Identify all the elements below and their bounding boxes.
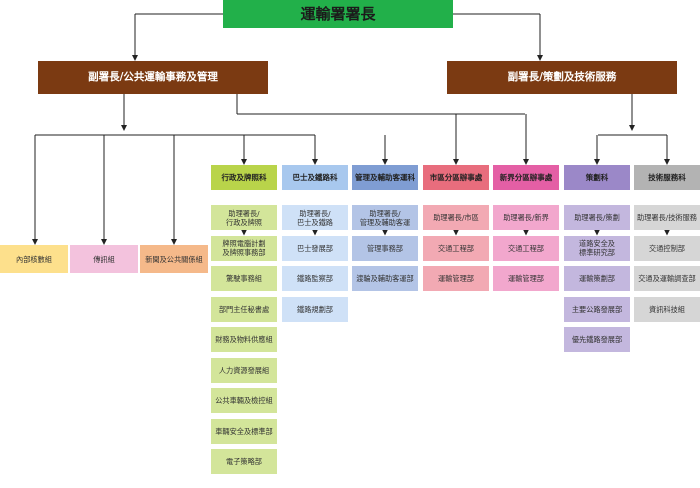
section-header-7: 技術服務科 bbox=[634, 165, 700, 190]
section-header-1: 行政及牌照科 bbox=[211, 165, 277, 190]
division-box: 部門主任秘書處 bbox=[211, 296, 277, 322]
arrow-head bbox=[537, 55, 543, 61]
arrow-head bbox=[132, 55, 138, 61]
unit-box-1: 內部核數組 bbox=[0, 245, 68, 273]
unit-box-2: 傳訊組 bbox=[70, 245, 138, 273]
unit-box-3: 新聞及公共關係組 bbox=[140, 245, 208, 273]
arrow-head bbox=[382, 229, 388, 236]
division-box: 資訊科技組 bbox=[634, 296, 700, 322]
division-box: 交通工程部 bbox=[423, 235, 489, 261]
arrow-head bbox=[241, 159, 247, 165]
arrow-head bbox=[594, 159, 600, 165]
assistant-director-box: 助理署長/ 管理及輔助客運 bbox=[352, 205, 418, 230]
division-box: 財務及物料供應組 bbox=[211, 327, 277, 352]
division-box: 渡輪及輔助客運部 bbox=[352, 266, 418, 291]
arrow-head bbox=[594, 229, 600, 236]
arrow-head bbox=[629, 125, 635, 131]
arrow-head bbox=[453, 159, 459, 165]
arrow-head bbox=[121, 125, 127, 131]
division-box: 人力資源發展組 bbox=[211, 357, 277, 383]
division-box: 交通工程部 bbox=[493, 235, 559, 261]
division-box: 巴士發展部 bbox=[282, 235, 348, 261]
deputy-director-box-2: 副署長/策劃及技術服務 bbox=[447, 61, 677, 94]
division-box: 管理事務部 bbox=[352, 235, 418, 261]
division-box: 車輛安全及標準部 bbox=[211, 418, 277, 444]
section-header-6: 策劃科 bbox=[564, 165, 630, 190]
arrow-head bbox=[523, 159, 529, 165]
assistant-director-box: 助理署長/新界 bbox=[493, 205, 559, 230]
assistant-director-box: 助理署長/市區 bbox=[423, 205, 489, 230]
division-box: 鐵路監察部 bbox=[282, 266, 348, 291]
arrow-head bbox=[664, 159, 670, 165]
deputy-director-box-1: 副署長/公共運輸事務及管理 bbox=[38, 61, 268, 94]
division-box: 運輸管理部 bbox=[493, 266, 559, 291]
arrow-head bbox=[523, 229, 529, 236]
assistant-director-box: 助理署長/ 行政及牌照 bbox=[211, 205, 277, 230]
assistant-director-box: 助理署長/ 巴士及鐵路 bbox=[282, 205, 348, 230]
division-box: 鐵路規劃部 bbox=[282, 296, 348, 322]
division-box: 交通及運輸調查部 bbox=[634, 266, 700, 291]
division-box: 驚駛事務組 bbox=[211, 266, 277, 291]
arrow-head bbox=[241, 229, 247, 236]
division-box: 運輸管理部 bbox=[423, 266, 489, 291]
arrow-head bbox=[664, 229, 670, 236]
assistant-director-box: 助理署長/技術服務 bbox=[634, 205, 700, 230]
division-box: 公共車輛及檢控組 bbox=[211, 388, 277, 413]
arrow-head bbox=[171, 239, 177, 245]
arrow-head bbox=[312, 229, 318, 236]
section-header-2: 巴士及鐵路科 bbox=[282, 165, 348, 190]
division-box: 交通控制部 bbox=[634, 235, 700, 261]
arrow-head bbox=[312, 159, 318, 165]
arrow-head bbox=[382, 159, 388, 165]
section-header-5: 新界分區辦事處 bbox=[493, 165, 559, 190]
division-box: 優先鐵路發展部 bbox=[564, 327, 630, 352]
division-box: 主要公路發展部 bbox=[564, 296, 630, 322]
division-box: 道路安全及 標準研究部 bbox=[564, 235, 630, 261]
arrow-head bbox=[32, 239, 38, 245]
director-box: 運輸署署長 bbox=[223, 0, 453, 28]
division-box: 電子策略部 bbox=[211, 449, 277, 474]
arrow-head bbox=[453, 229, 459, 236]
division-box: 運輸策劃部 bbox=[564, 266, 630, 291]
arrow-head bbox=[101, 239, 107, 245]
assistant-director-box: 助理署長/策劃 bbox=[564, 205, 630, 230]
section-header-3: 管理及輔助客運科 bbox=[352, 165, 418, 190]
division-box: 牌照電腦計劃 及牌照事務部 bbox=[211, 235, 277, 261]
section-header-4: 市區分區辦事處 bbox=[423, 165, 489, 190]
